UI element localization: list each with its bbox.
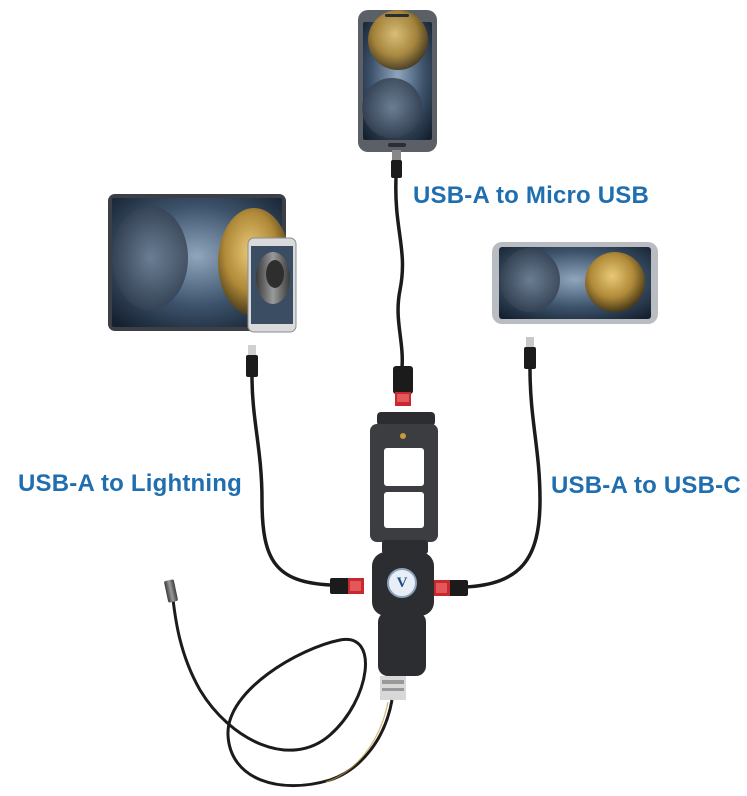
label-lightning: USB-A to Lightning (18, 470, 242, 497)
endoscope-handle (372, 552, 434, 700)
label-micro-usb: USB-A to Micro USB (413, 182, 650, 209)
brand-logo: V (396, 575, 408, 591)
android-phone-right (492, 242, 658, 324)
android-phone-top (358, 10, 437, 152)
iphone-small (247, 237, 297, 333)
tablet-left (108, 194, 290, 331)
probe-cable (164, 579, 394, 788)
micro-usb-cable (391, 150, 413, 406)
label-usb-c: USB-A to USB-C (551, 472, 741, 499)
phone-holder (370, 412, 438, 554)
lightning-cable (246, 345, 364, 594)
usb-c-cable (434, 337, 542, 596)
